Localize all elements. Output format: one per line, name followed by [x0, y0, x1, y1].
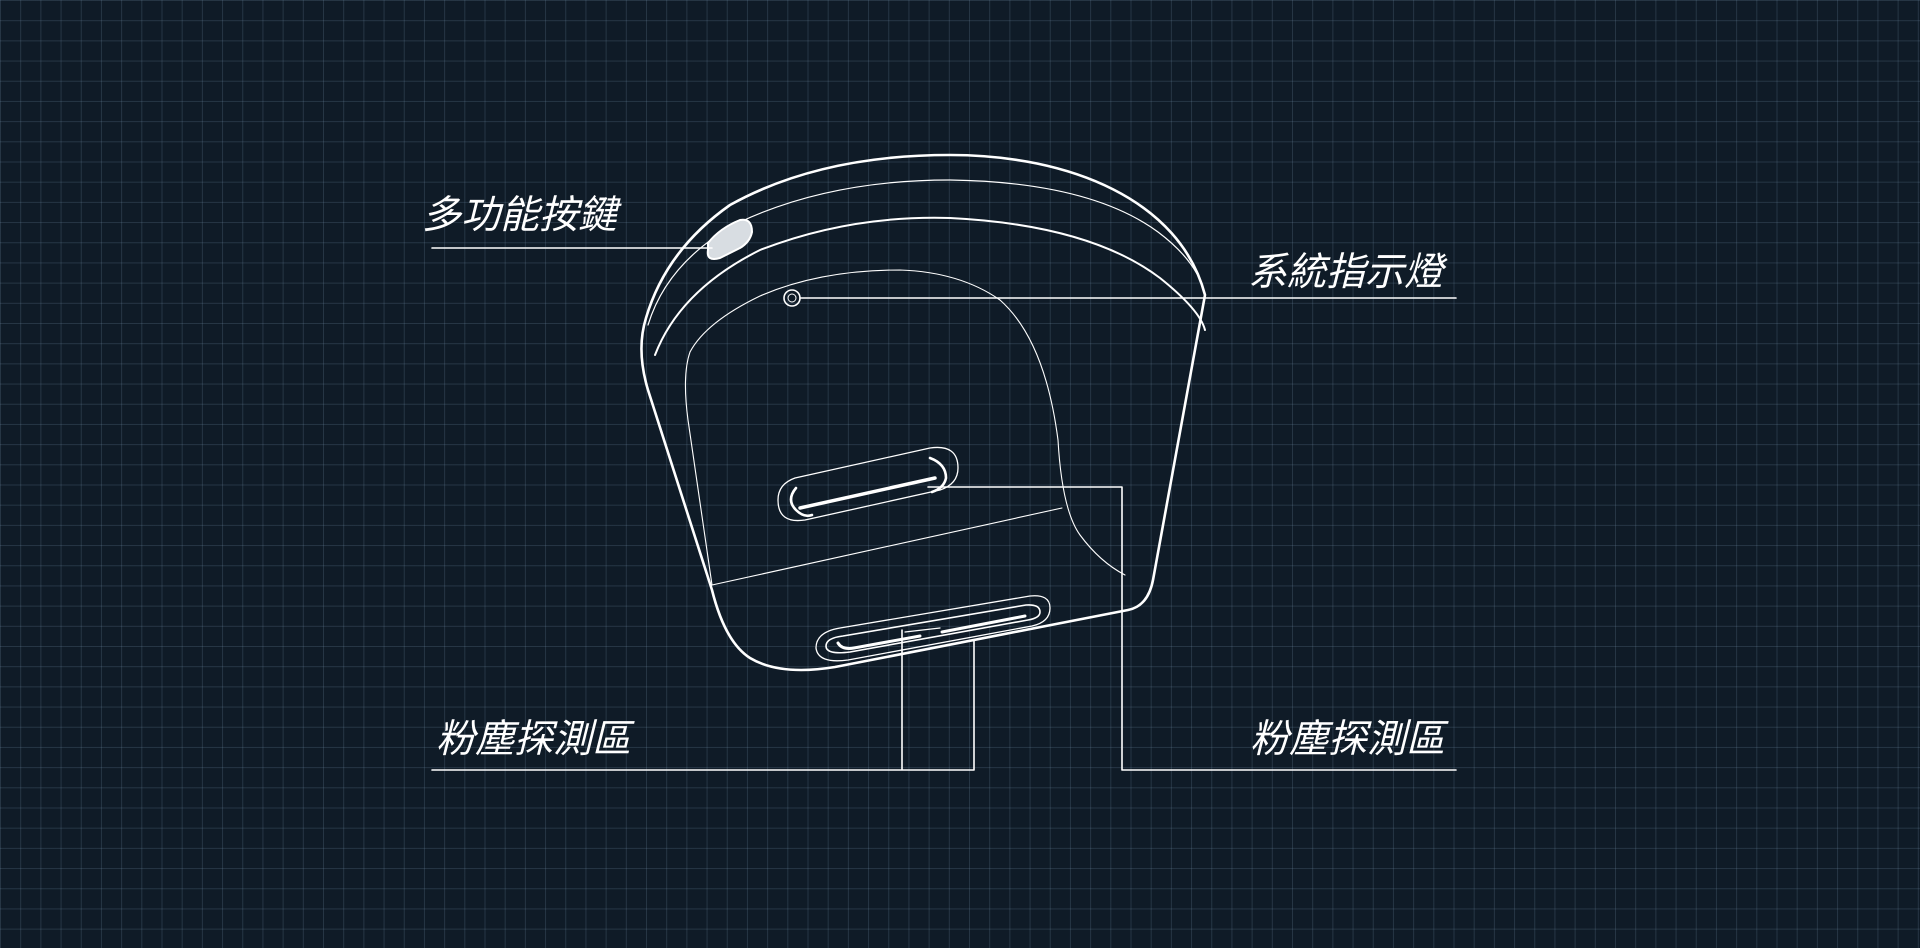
- device-front-panel: [689, 269, 1126, 576]
- device-top-rim-inner: [654, 216, 1206, 356]
- dust-detection-left-label: 粉塵探測區: [436, 717, 632, 762]
- device-left-panel-edge: [684, 351, 713, 586]
- device-outer-outline: [640, 153, 1207, 672]
- leader-dust-left: [431, 629, 975, 771]
- system-indicator-label: 系統指示燈: [1248, 250, 1444, 295]
- multifunction-button-label: 多功能按鍵: [422, 193, 618, 238]
- multifunction-button-shape: [706, 218, 753, 260]
- lower-dust-slot: [815, 595, 1051, 662]
- upper-dust-slot: [777, 446, 959, 522]
- device-top-rim: [647, 179, 1206, 326]
- device-panel-bottom-edge: [711, 507, 1063, 586]
- dust-detection-right-label: 粉塵探測區: [1250, 717, 1446, 762]
- leader-dust-right: [927, 486, 1457, 771]
